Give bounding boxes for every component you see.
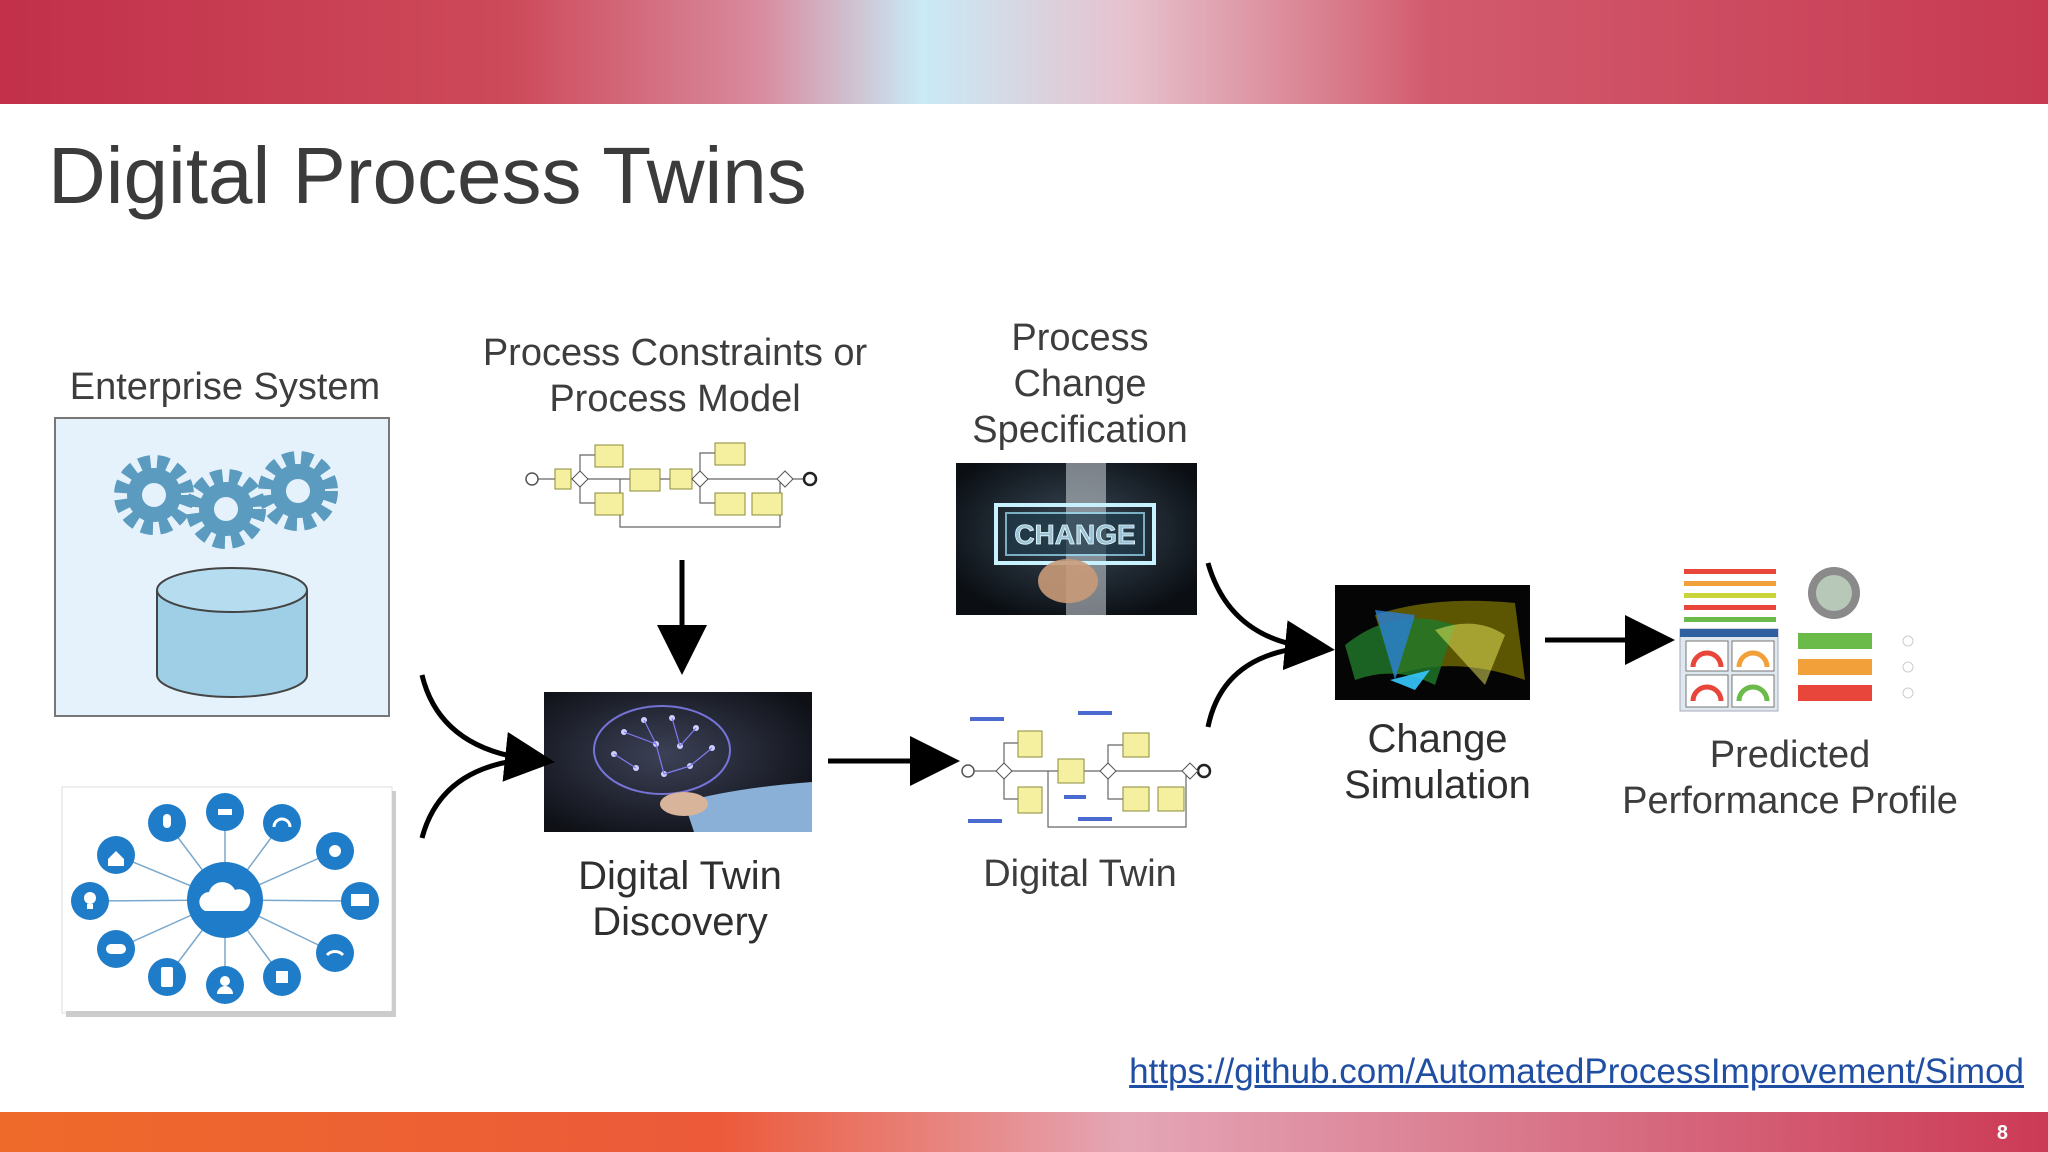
change-simulation-label: Change Simulation bbox=[1344, 717, 1531, 807]
iot-network-image bbox=[61, 786, 396, 1017]
predicted-performance-label: Predicted Performance Profile bbox=[1622, 734, 1958, 822]
arrow-iot-to-discovery bbox=[419, 757, 521, 839]
change-simulation-image bbox=[1335, 585, 1530, 700]
gear-icon bbox=[258, 451, 338, 531]
gear-icon bbox=[186, 469, 266, 549]
process-constraints-label: Process Constraints or Process Model bbox=[482, 332, 868, 420]
process-change-image: CHANGE bbox=[956, 463, 1197, 615]
digital-twin-discovery-label: Digital Twin Discovery bbox=[578, 854, 782, 944]
slide-title: Digital Process Twins bbox=[48, 131, 807, 220]
headphones-icon bbox=[263, 804, 301, 842]
arrow-enterprise-to-discovery bbox=[419, 674, 555, 782]
enterprise-system-image bbox=[54, 417, 390, 717]
process-change-spec-label: Process Change Specification bbox=[972, 317, 1188, 451]
footer-band bbox=[0, 1112, 2048, 1152]
arrow-change-to-simulation bbox=[1205, 562, 1335, 671]
digital-twin-image bbox=[961, 711, 1212, 828]
enterprise-system-label: Enterprise System bbox=[69, 366, 381, 408]
digital-twin-discovery-image bbox=[544, 692, 812, 832]
simod-github-link[interactable]: https://github.com/AutomatedProcessImpro… bbox=[1129, 1052, 2024, 1091]
page-number: 8 bbox=[1996, 1122, 2008, 1144]
performance-profile-image bbox=[1679, 567, 1914, 712]
process-model-image bbox=[525, 442, 818, 528]
gear-icon bbox=[114, 455, 194, 535]
digital-twin-label: Digital Twin bbox=[983, 853, 1177, 895]
svg-text:CHANGE: CHANGE bbox=[1014, 519, 1135, 550]
header-band bbox=[0, 0, 2048, 104]
database-icon bbox=[156, 567, 308, 698]
arrow-twin-to-simulation bbox=[1205, 645, 1301, 728]
